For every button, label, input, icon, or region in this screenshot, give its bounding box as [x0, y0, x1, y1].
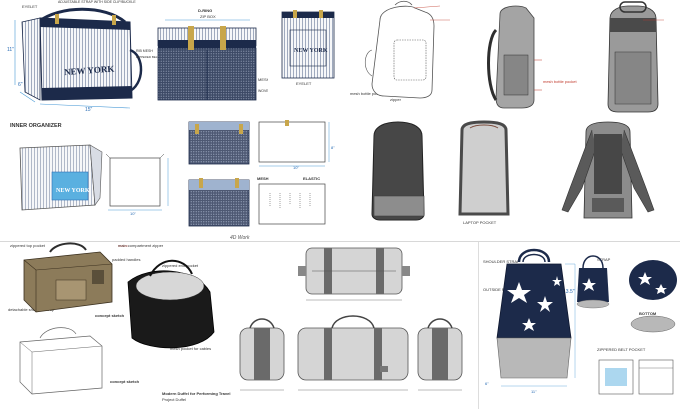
tote-product-panel: ADJUSTABLE STRAP WITH SIDE CLIP/BUCKLE E…: [0, 0, 150, 118]
concept-label-6: detachable shoulder strap: [8, 307, 55, 312]
backpack-sketch-illustration: [364, 0, 450, 99]
tote-zip-pocket-label: ZIPPERED BELT POCKET: [597, 347, 646, 352]
back-ny-logo: NEW YORK: [294, 48, 328, 54]
inner-organizer-panel: INNER ORGANIZER 10" NEW YORK: [0, 120, 178, 220]
pouch-panel: 8" 10" MESH ELASTIC: [185, 118, 355, 233]
duffel-footer-sub: Project Duffel: [162, 397, 186, 402]
backpack-colour-illustration: [487, 1, 664, 113]
shoulder-strap-label: SHOULDER STRAP: [483, 259, 520, 264]
svg-text:NEW YORK: NEW YORK: [56, 188, 90, 194]
d-ring-callout: D-RING: [198, 8, 213, 13]
inner-width-dimension: 10": [130, 211, 136, 216]
tote-bottom-label: BOTTOM: [639, 311, 657, 316]
rib-mesh-callout: RIB MESH: [136, 49, 153, 53]
sketch-zipper-label: zipper: [390, 97, 401, 102]
pouch-elastic-label: ELASTIC: [303, 176, 321, 181]
backpack-sketch-panel: mesh bottle pocket zipper: [350, 0, 475, 118]
concept-label-7: mesh pocket for cables: [170, 346, 212, 351]
star-tote-panel: SHOULDER STRAP OUTSIDE POCKET 13.5" 11" …: [478, 242, 680, 409]
outside-pocket-label: OUTSIDE POCKET: [483, 287, 519, 292]
inner-organizer-title: INNER ORGANIZER: [10, 123, 62, 129]
tote-strap-label: STRAP: [597, 257, 611, 262]
row-divider: [0, 241, 680, 242]
backpack-dark-panel: LAPTOP POCKET: [356, 118, 680, 236]
ny-logo: NEW YORK: [64, 64, 115, 77]
work-caption: 4D Work: [230, 235, 250, 241]
back-view-panel: EYELET NEW YORK: [268, 0, 348, 118]
tote-height-dim: 13.5": [563, 289, 575, 295]
backpack-colour-panel: mesh bottle pocket: [478, 0, 680, 118]
duffel-footer-title: Modern Duffel for Performing Travel: [162, 391, 231, 396]
inner-organizer-illustration: NEW YORK: [19, 144, 169, 211]
concept-label-5: concept sketch: [95, 313, 125, 318]
back-bag-illustration: NEW YORK: [281, 10, 335, 79]
width-dimension: 15": [85, 107, 93, 113]
duffel-tech-panel: [232, 242, 477, 409]
backpack-dark-illustration: [371, 120, 655, 221]
strap-callout: ADJUSTABLE STRAP WITH SIDE CLIP/BUCKLE: [58, 0, 136, 4]
height-dimension: 11": [7, 47, 14, 53]
duffel-concept-panel: zippered top pocket main compartment zip…: [0, 242, 230, 409]
tote-depth-dim: 6": [485, 381, 489, 386]
pouch-illustration: [188, 120, 330, 227]
zip-callout: ZIP BOX: [200, 14, 216, 19]
concept-label-8: concept sketch: [110, 379, 140, 384]
pouch-dim-b: 10": [293, 165, 299, 170]
duffel-concept-illustration: [19, 242, 215, 395]
colour-mesh-pocket-label: mesh bottle pocket: [543, 79, 577, 84]
depth-dimension: 6": [18, 82, 23, 88]
star-tote-illustration: [496, 248, 677, 395]
concept-label-3: padded handles: [112, 257, 141, 262]
mesh-callout: MESH: [258, 77, 270, 82]
concept-label-1: zippered top pocket: [10, 243, 45, 248]
pouch-dim-a: 8": [331, 145, 335, 150]
eyelet-callout: EYELET: [22, 4, 38, 9]
tote-bag-illustration: NEW YORK: [14, 7, 143, 109]
tote-width-dim: 11": [531, 389, 537, 394]
concept-label-2: main compartment zipper: [118, 243, 164, 248]
laptop-pocket-label: LAPTOP POCKET: [463, 220, 497, 225]
pouch-mesh-label: MESH: [257, 176, 269, 181]
duffel-tech-illustration: [239, 247, 463, 391]
front-bag-illustration: [157, 19, 257, 101]
sketch-mesh-pocket-label: mesh bottle pocket: [350, 91, 384, 96]
front-view-panel: D-RING ZIP BOX RIB MESH ZIPPERED BELT PO…: [136, 0, 283, 118]
back-eyelet-callout: EYELET: [296, 81, 312, 86]
concept-label-4: zippered end pocket: [162, 263, 199, 268]
zippered-pocket-callout: ZIPPERED BELT POCKET: [136, 55, 173, 59]
